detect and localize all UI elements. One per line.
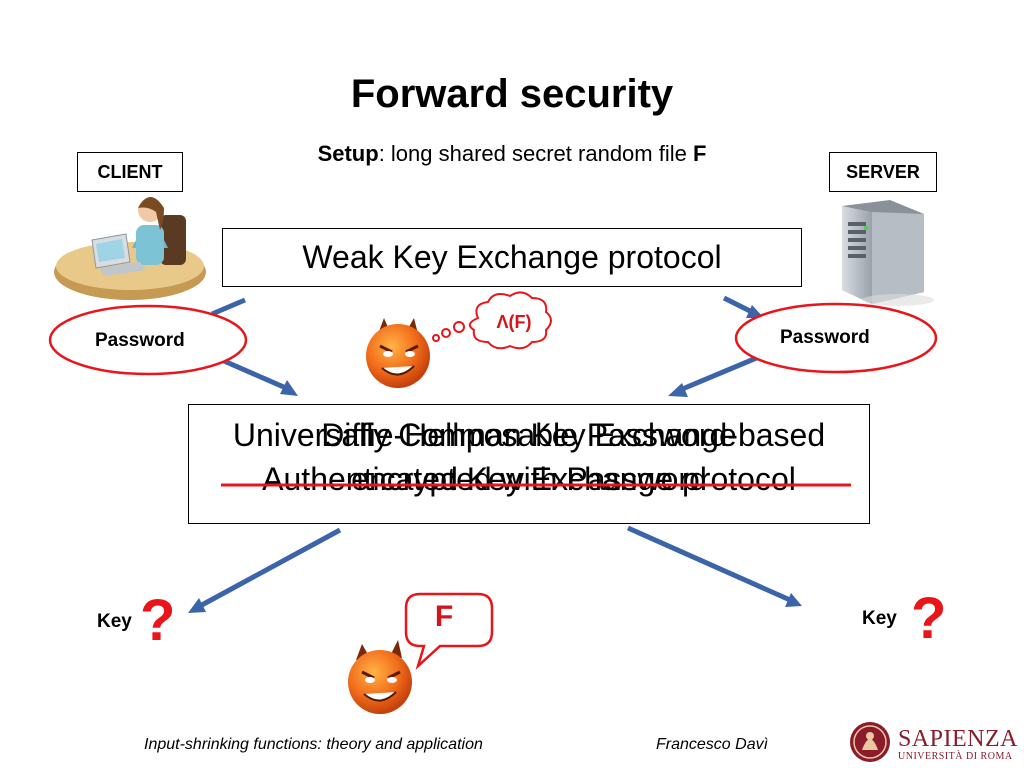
arrow-client-to-password	[211, 297, 246, 317]
setup-file: F	[692, 141, 707, 166]
server-icon	[842, 200, 934, 306]
adversary-devil-small-icon	[366, 318, 430, 388]
arrow-protocol-to-key-right	[626, 525, 802, 607]
footer-author: Francesco Davì	[656, 736, 769, 753]
weak-protocol-label: Weak Key Exchange protocol	[302, 239, 722, 275]
adversary-devil-big-icon	[348, 640, 412, 714]
logo-name: SAPIENZA	[898, 726, 1019, 752]
client-label: CLIENT	[97, 161, 163, 182]
dh-protocol-line2: encrypted with Password	[351, 461, 707, 497]
server-label: SERVER	[846, 161, 920, 182]
leaked-file-label: F	[434, 600, 454, 633]
arrow-server-to-password	[722, 295, 764, 318]
slide-title: Forward security	[350, 72, 674, 116]
key-label-right: Key	[862, 608, 897, 629]
setup-label: Setup	[317, 141, 379, 166]
sapienza-seal-logo	[850, 722, 890, 762]
footer-title: Input-shrinking functions: theory and ap…	[144, 736, 483, 753]
client-box: CLIENT	[77, 152, 183, 192]
strikethrough-line	[221, 483, 851, 487]
sapienza-logo: SAPIENZA UNIVERSITÀ DI ROMA	[898, 727, 1018, 763]
server-box: SERVER	[829, 152, 937, 192]
setup-text: : long shared secret random file	[378, 141, 693, 166]
protocol-box: Universally Composable Password-based Au…	[188, 404, 870, 524]
thought-bubble	[432, 291, 552, 350]
uc-protocol-line1: Universally Composable Password-based	[232, 417, 826, 453]
arrow-password-to-protocol-right	[668, 351, 767, 397]
arrow-protocol-to-key-left	[188, 527, 342, 613]
password-label-right: Password	[780, 327, 870, 348]
uc-protocol-line2: Authenticated Key Exchange protocol	[262, 461, 796, 497]
password-ellipse-left	[48, 304, 248, 376]
weak-key-exchange-box: Weak Key Exchange protocol	[222, 228, 802, 287]
speech-bubble	[404, 592, 494, 670]
dh-protocol-line1: Diffie-Hellman Key Exchange	[321, 417, 737, 453]
logo-subtitle: UNIVERSITÀ DI ROMA	[898, 751, 1013, 762]
key-label-left: Key	[97, 611, 132, 632]
client-person-icon	[54, 197, 206, 300]
password-label-left: Password	[95, 330, 185, 351]
setup-line: Setup: long shared secret random file F	[0, 141, 1024, 167]
question-mark-right: ?	[911, 586, 947, 651]
password-ellipse-right	[734, 302, 938, 374]
question-mark-left: ?	[140, 588, 176, 653]
leak-function-label: Λ(F)	[496, 312, 532, 332]
